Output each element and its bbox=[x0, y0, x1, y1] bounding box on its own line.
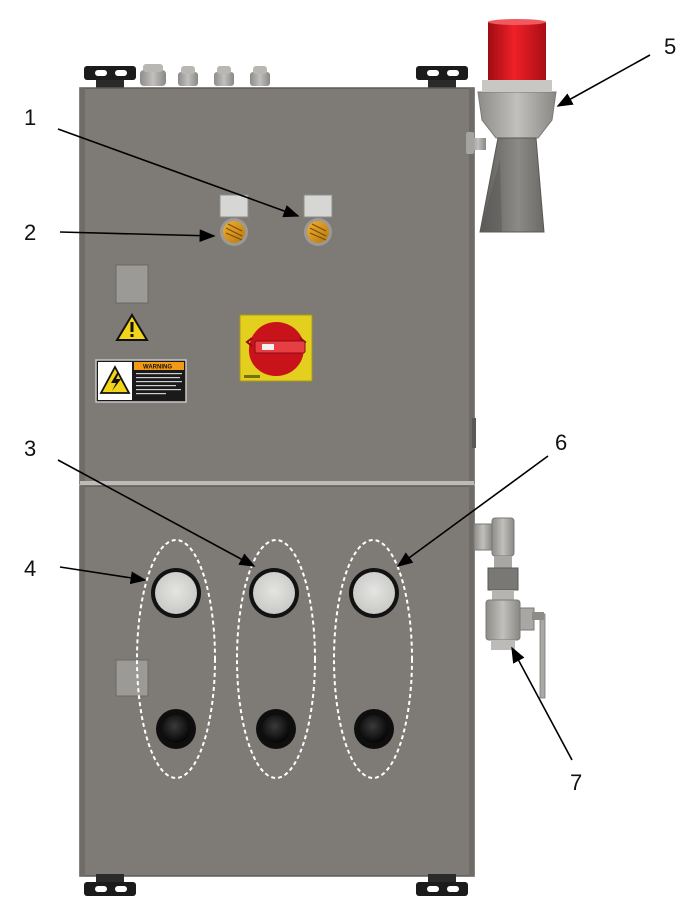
pilot-light-3 bbox=[349, 568, 399, 618]
highlight-ellipse-2 bbox=[236, 539, 316, 779]
cable-gland bbox=[250, 66, 270, 86]
mounting-bracket-top-right bbox=[416, 66, 468, 90]
highlight-ellipse-1 bbox=[136, 539, 216, 779]
high-voltage-icon bbox=[99, 365, 131, 394]
pilot-light-1 bbox=[151, 568, 201, 618]
leader-arrow-2 bbox=[59, 229, 216, 243]
push-button-3 bbox=[354, 709, 394, 749]
callout-3: 3 bbox=[24, 436, 36, 461]
warning-triangle-icon bbox=[115, 313, 149, 341]
cable-gland bbox=[140, 64, 166, 86]
push-button-1 bbox=[156, 709, 196, 749]
leader-arrow-4 bbox=[59, 566, 147, 585]
callout-5: 5 bbox=[664, 34, 676, 59]
leader-arrow-7 bbox=[511, 646, 573, 761]
callout-6: 6 bbox=[555, 430, 567, 455]
indicator-lamp-left bbox=[219, 194, 249, 246]
callout-7: 7 bbox=[570, 770, 582, 795]
cabinet-divider bbox=[80, 481, 474, 486]
warning-label-header: WARNING bbox=[143, 365, 172, 371]
rotary-switch-icon bbox=[245, 322, 307, 376]
callout-4: 4 bbox=[24, 556, 36, 581]
beacon-icon bbox=[466, 19, 557, 233]
callout-1: 1 bbox=[24, 105, 36, 130]
leader-arrow-3 bbox=[57, 459, 256, 567]
push-button-2 bbox=[256, 709, 296, 749]
leader-arrow-6 bbox=[396, 455, 549, 567]
highlight-ellipse-3 bbox=[333, 539, 413, 779]
leader-arrow-1 bbox=[57, 128, 300, 218]
warning-label: WARNING bbox=[95, 359, 187, 403]
cable-gland bbox=[214, 66, 234, 86]
leader-arrow-5 bbox=[556, 54, 651, 107]
pilot-light-2 bbox=[249, 568, 299, 618]
cable-gland bbox=[178, 66, 198, 86]
mounting-bracket-bottom-right bbox=[416, 874, 468, 896]
leader-arrows bbox=[57, 54, 651, 761]
indicator-lamp-right bbox=[303, 194, 333, 246]
blank-plate-upper bbox=[115, 264, 149, 304]
callout-2: 2 bbox=[24, 220, 36, 245]
main-disconnect-switch bbox=[239, 314, 313, 382]
mounting-bracket-bottom-left bbox=[84, 874, 136, 896]
ball-valve-icon bbox=[473, 517, 546, 699]
mounting-bracket-top-left bbox=[84, 66, 136, 90]
cable-glands bbox=[140, 64, 270, 86]
blank-plate-lower bbox=[115, 659, 149, 697]
